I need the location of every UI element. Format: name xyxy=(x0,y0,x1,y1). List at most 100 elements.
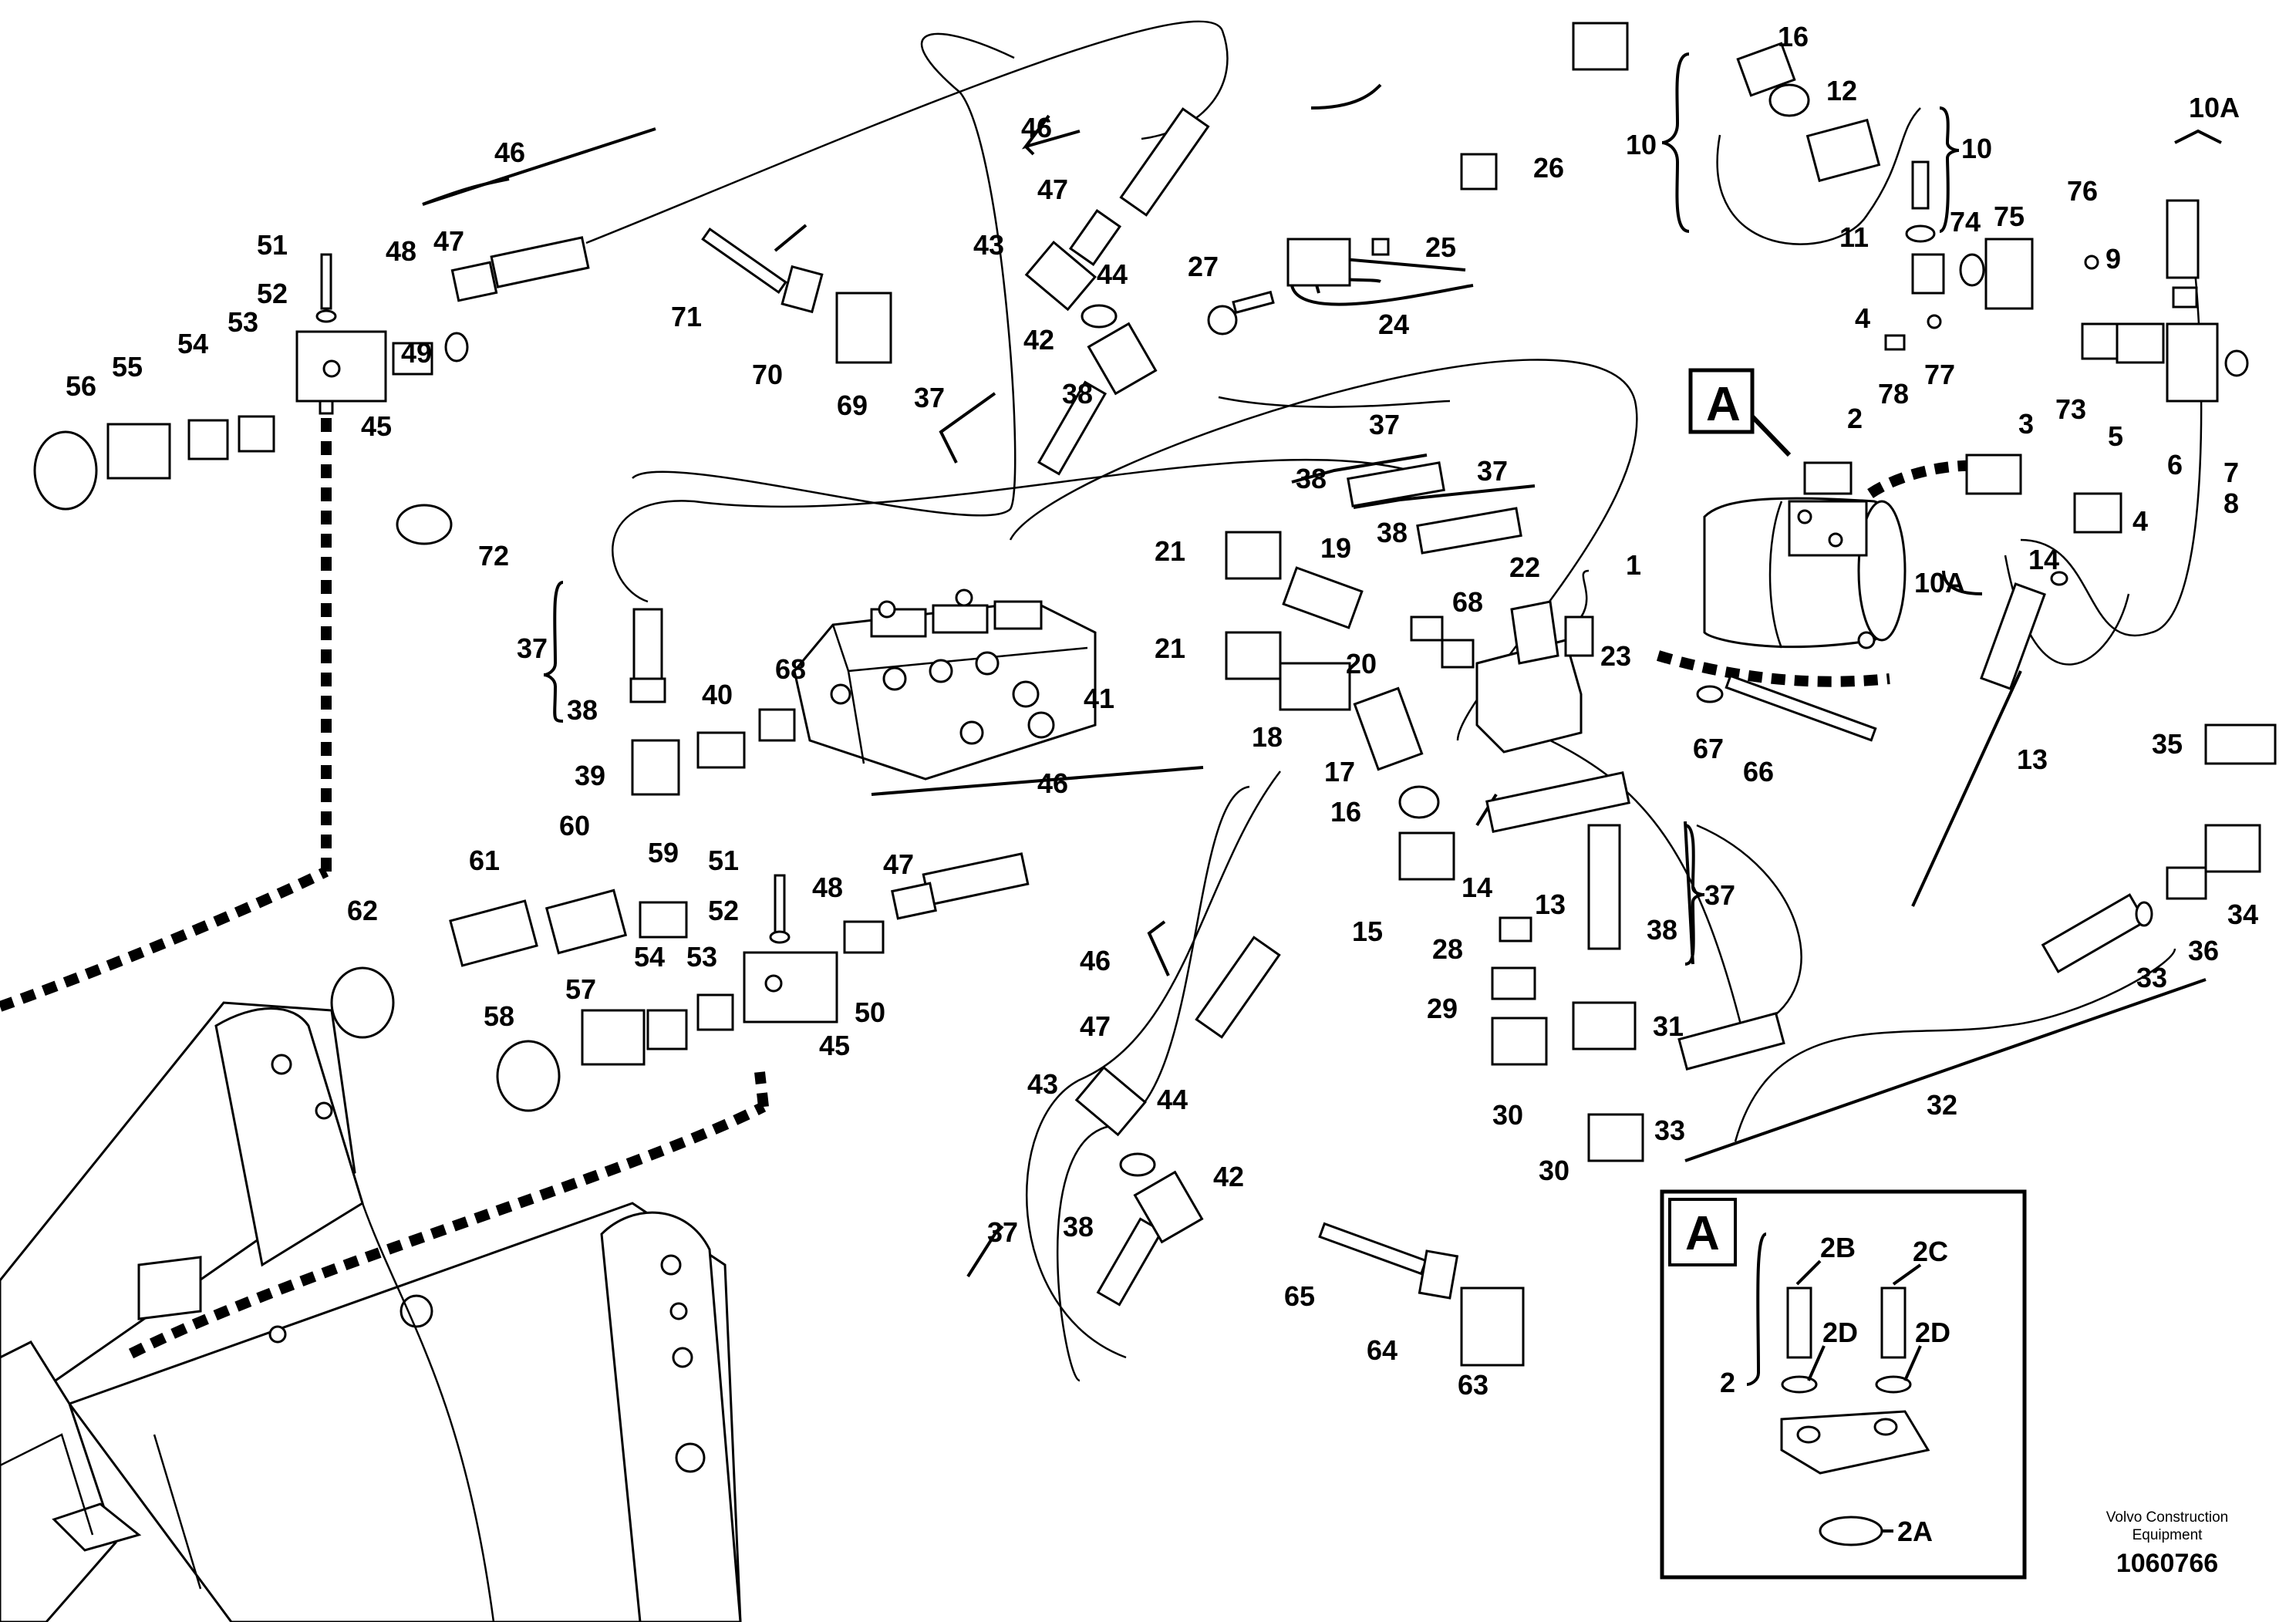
label-52: 52 xyxy=(257,278,288,309)
label-16: 16 xyxy=(1778,21,1809,52)
label-4: 4 xyxy=(1855,302,1870,334)
label-77: 77 xyxy=(1924,359,1955,390)
label-13: 13 xyxy=(2017,744,2048,775)
label-15: 15 xyxy=(1352,916,1383,947)
label-17: 17 xyxy=(1324,756,1355,787)
label-14: 14 xyxy=(1462,872,1492,903)
label-74: 74 xyxy=(1950,206,1981,238)
loader-frame xyxy=(0,1001,742,1622)
label-23: 23 xyxy=(1600,640,1631,672)
label-57: 57 xyxy=(565,973,596,1005)
label-42: 42 xyxy=(1023,324,1054,356)
label-33: 33 xyxy=(2136,962,2167,993)
label-37: 37 xyxy=(1369,409,1400,440)
label-29: 29 xyxy=(1427,993,1458,1024)
label-6: 6 xyxy=(2167,449,2183,481)
footer: Volvo Construction Equipment 1060766 xyxy=(2106,1509,2228,1578)
label-40: 40 xyxy=(702,679,733,710)
label-56: 56 xyxy=(66,370,96,402)
label-38: 38 xyxy=(1377,517,1408,548)
label-19: 19 xyxy=(1320,532,1351,564)
label-47: 47 xyxy=(883,848,914,880)
label-45: 45 xyxy=(361,410,392,442)
label-44: 44 xyxy=(1157,1084,1188,1115)
label-4: 4 xyxy=(2132,505,2148,537)
label-43: 43 xyxy=(973,229,1004,261)
label-63: 63 xyxy=(1458,1369,1489,1401)
label-60: 60 xyxy=(559,810,590,841)
detail-label-2c: 2C xyxy=(1913,1236,1948,1267)
label-10: 10 xyxy=(1961,133,1992,164)
label-68: 68 xyxy=(1452,586,1483,618)
label-36: 36 xyxy=(2188,935,2219,966)
brand-line-1: Volvo Construction xyxy=(2106,1509,2228,1526)
label-75: 75 xyxy=(1994,201,2025,232)
label-20: 20 xyxy=(1346,648,1377,679)
label-37: 37 xyxy=(1704,879,1735,911)
label-30: 30 xyxy=(1539,1155,1569,1186)
label-27: 27 xyxy=(1188,251,1219,282)
label-47: 47 xyxy=(1037,174,1068,205)
fittings xyxy=(33,22,2277,1367)
label-22: 22 xyxy=(1509,551,1540,583)
label-43: 43 xyxy=(1027,1068,1058,1100)
label-39: 39 xyxy=(575,760,605,791)
label-11: 11 xyxy=(1839,221,1869,253)
label-37: 37 xyxy=(987,1216,1018,1248)
detail-label-2b: 2B xyxy=(1820,1232,1856,1263)
label-50: 50 xyxy=(855,996,885,1028)
part-number-labels: 1 2 3 4 4 5 6 7 8 9 10 10 10A 10A 11 12 … xyxy=(66,21,2258,1401)
hose-assemblies xyxy=(450,107,2200,1307)
label-10: 10 xyxy=(1626,129,1657,160)
label-21: 21 xyxy=(1155,535,1185,567)
control-valve-41 xyxy=(793,588,1097,781)
label-28: 28 xyxy=(1432,933,1463,965)
label-33: 33 xyxy=(1654,1114,1685,1146)
label-37: 37 xyxy=(517,632,548,664)
label-44: 44 xyxy=(1097,258,1128,290)
label-72: 72 xyxy=(478,540,509,572)
label-8: 8 xyxy=(2224,487,2239,519)
detail-labels: A 2 2A 2B 2C 2D 2D xyxy=(1685,1207,1950,1547)
detail-label-2: 2 xyxy=(1720,1367,1735,1398)
label-64: 64 xyxy=(1367,1334,1397,1366)
label-55: 55 xyxy=(112,351,143,383)
label-69: 69 xyxy=(837,389,868,421)
label-31: 31 xyxy=(1653,1010,1684,1042)
label-5: 5 xyxy=(2108,420,2123,452)
label-37: 37 xyxy=(1477,455,1508,487)
label-71: 71 xyxy=(671,301,702,332)
label-25: 25 xyxy=(1425,231,1456,263)
label-47: 47 xyxy=(433,225,464,257)
label-30: 30 xyxy=(1492,1099,1523,1131)
label-52: 52 xyxy=(708,895,739,926)
label-24: 24 xyxy=(1378,309,1409,340)
label-10a: 10A xyxy=(2189,92,2240,123)
label-1: 1 xyxy=(1626,549,1641,581)
label-7: 7 xyxy=(2224,457,2239,488)
label-9: 9 xyxy=(2106,243,2121,275)
label-48: 48 xyxy=(386,235,416,267)
brand-line-2: Equipment xyxy=(2132,1527,2203,1543)
pump-1 xyxy=(1703,497,1907,649)
label-38: 38 xyxy=(1647,914,1677,946)
label-49: 49 xyxy=(401,337,432,369)
label-35: 35 xyxy=(2152,728,2183,760)
label-32: 32 xyxy=(1927,1089,1957,1121)
label-53: 53 xyxy=(228,306,258,338)
label-46: 46 xyxy=(1037,767,1068,799)
label-54: 54 xyxy=(177,328,208,359)
label-14: 14 xyxy=(2028,544,2059,575)
label-41: 41 xyxy=(1084,683,1114,714)
label-54: 54 xyxy=(634,941,665,973)
label-10a: 10A xyxy=(1914,567,1965,599)
callout-a-label: A xyxy=(1706,378,1741,431)
label-68: 68 xyxy=(775,653,806,685)
label-76: 76 xyxy=(2067,175,2098,207)
label-47: 47 xyxy=(1080,1010,1111,1042)
label-2: 2 xyxy=(1847,403,1863,434)
label-45: 45 xyxy=(819,1030,850,1061)
detail-title: A xyxy=(1685,1207,1720,1260)
label-34: 34 xyxy=(2227,899,2258,930)
